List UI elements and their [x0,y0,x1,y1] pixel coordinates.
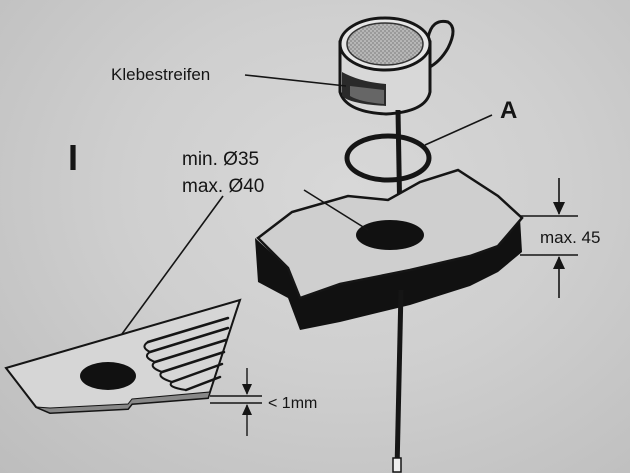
arrow-up-icon [553,256,565,269]
part-a-label: A [500,97,517,124]
max-thickness-label: max. 45 [540,228,600,247]
o-ring [344,133,432,183]
thickness-dimension [520,178,578,298]
plate-edge [255,218,522,330]
o-ring-leader-line [424,114,493,146]
probe-handle [426,19,455,70]
min-diameter-label: min. Ø35 [182,149,259,170]
glass-thickness-label: < 1mm [268,395,317,412]
tape-label: Klebestreifen [111,65,210,84]
arrow-down-icon [553,202,565,215]
tape-leader-line [244,74,347,87]
glass-thickness-dimension [210,368,262,436]
mounting-plate [255,168,524,330]
section-marker: I [68,137,78,178]
probe-tip [392,457,402,473]
mounting-hole [356,220,424,250]
arrow-down-icon [242,384,252,395]
probe-grille [346,22,424,66]
glass-panel-edge [35,391,211,414]
diameter-leader-line [303,189,369,231]
glass-hole [80,362,136,390]
arrow-up-icon [242,404,252,415]
glass-panel [4,298,242,415]
max-diameter-label: max. Ø40 [182,176,264,197]
probe-rod-lower [394,289,404,471]
